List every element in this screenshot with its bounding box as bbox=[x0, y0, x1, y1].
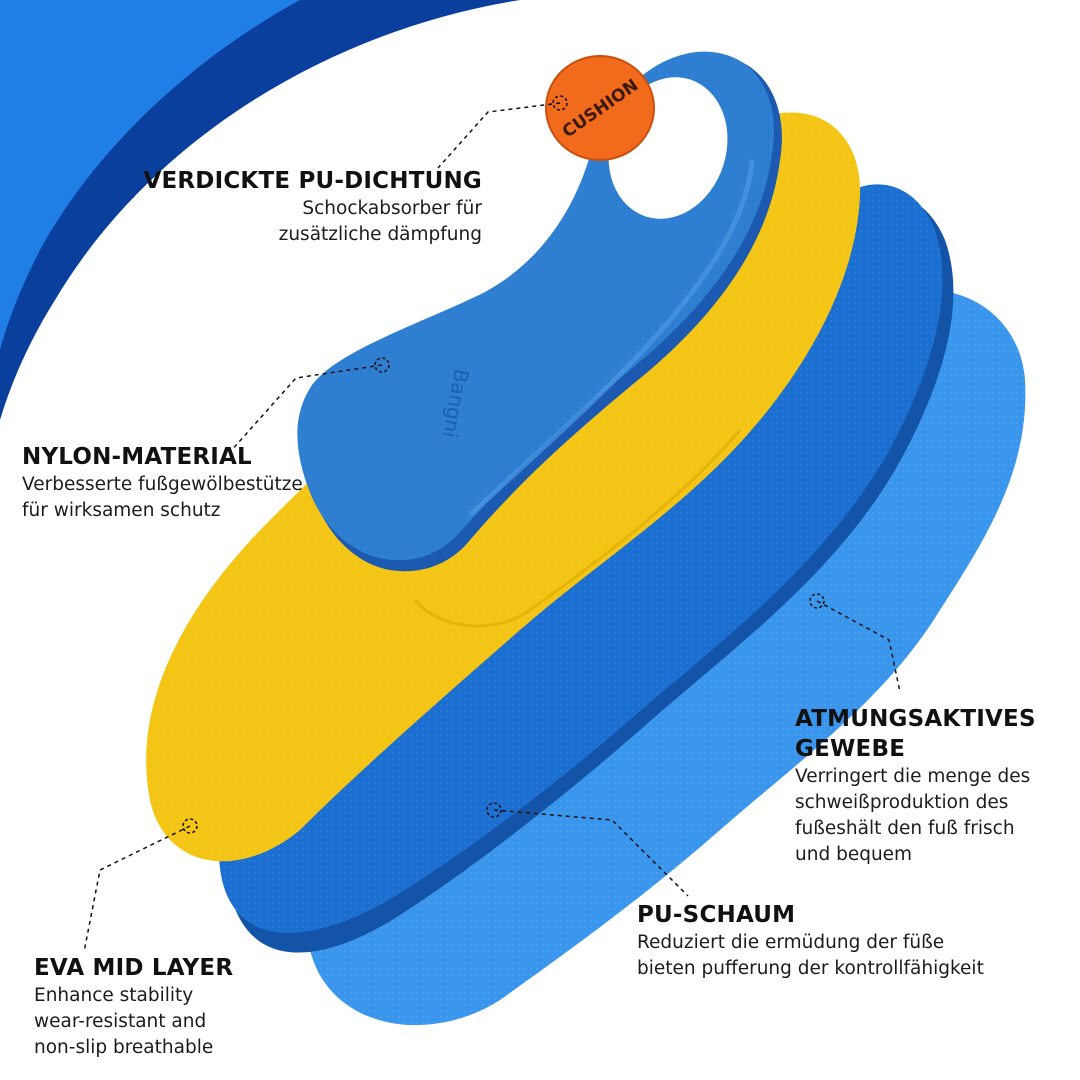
label-eva-line-3: non-slip breathable bbox=[34, 1037, 214, 1058]
label-eva-title: EVA MID LAYER bbox=[34, 955, 234, 981]
label-eva-line-2: wear-resistant and bbox=[34, 1011, 207, 1032]
label-pu-seal-title: VERDICKTE PU-DICHTUNG bbox=[143, 168, 482, 194]
label-pu-foam: PU-SCHAUM Reduziert die ermüdung der füß… bbox=[637, 900, 1067, 982]
label-pu-foam-title: PU-SCHAUM bbox=[637, 902, 796, 928]
label-nylon: NYLON-MATERIAL Verbesserte fußgewölbestü… bbox=[22, 442, 342, 524]
label-breathable-title-2: GEWEBE bbox=[795, 736, 906, 762]
label-pu-seal-line-1: Schockabsorber für bbox=[302, 198, 482, 219]
callout-markers bbox=[182, 95, 825, 834]
label-eva: EVA MID LAYER Enhance stability wear-res… bbox=[34, 953, 334, 1061]
label-breathable: ATMUNGSAKTIVES GEWEBE Verringert die men… bbox=[795, 704, 1075, 868]
label-eva-line-1: Enhance stability bbox=[34, 985, 194, 1006]
callout-leaders bbox=[83, 102, 901, 953]
label-nylon-line-1: Verbesserte fußgewölbestütze bbox=[22, 474, 303, 495]
label-breathable-line-4: und bequem bbox=[795, 844, 913, 865]
cushion-badge: CUSHION bbox=[545, 55, 655, 161]
label-breathable-line-1: Verringert die menge des bbox=[795, 766, 1031, 787]
label-nylon-title: NYLON-MATERIAL bbox=[22, 444, 252, 470]
label-nylon-line-2: für wirksamen schutz bbox=[22, 500, 221, 521]
label-breathable-line-2: schweißproduktion des bbox=[795, 792, 1009, 813]
corner-swoosh bbox=[0, 0, 520, 420]
label-pu-seal-line-2: zusätzliche dämpfung bbox=[278, 224, 482, 245]
label-pu-foam-line-1: Reduziert die ermüdung der füße bbox=[637, 932, 945, 953]
label-pu-foam-line-2: bieten pufferung der kontrollfähigkeit bbox=[637, 958, 984, 979]
label-breathable-title-1: ATMUNGSAKTIVES bbox=[795, 706, 1036, 732]
label-pu-seal: VERDICKTE PU-DICHTUNG Schockabsorber für… bbox=[100, 166, 482, 248]
label-breathable-line-3: fußeshält den fuß frisch bbox=[795, 818, 1015, 839]
